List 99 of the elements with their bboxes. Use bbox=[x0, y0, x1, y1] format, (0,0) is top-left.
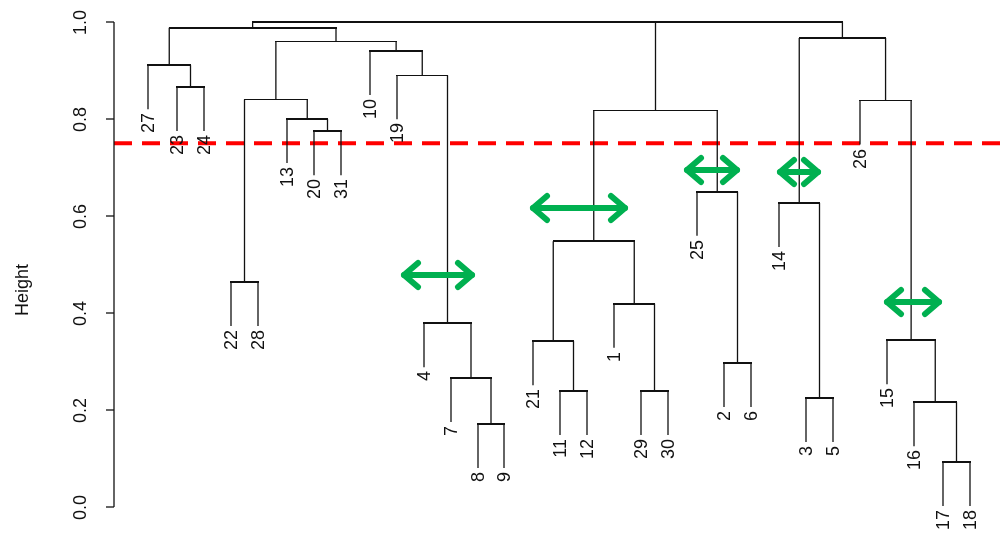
leaf-label: 24 bbox=[195, 131, 213, 155]
leaf-label: 4 bbox=[415, 367, 433, 382]
dendrogram-branch bbox=[189, 64, 192, 88]
dendrogram-branch bbox=[275, 40, 277, 101]
leaf-label: 7 bbox=[442, 422, 460, 436]
dendrogram-branch bbox=[477, 423, 479, 469]
axis-tick-label: 1.0 bbox=[71, 9, 89, 35]
leaf-label: 21 bbox=[524, 385, 542, 410]
dendrogram-branch bbox=[633, 240, 635, 305]
dendrogram-branch bbox=[716, 109, 718, 193]
dendrogram-branch bbox=[667, 390, 669, 436]
dendrogram-branch bbox=[750, 362, 752, 408]
axis-tick-label: 0.2 bbox=[71, 397, 89, 423]
leaf-label: 30 bbox=[659, 435, 677, 460]
dendrogram-branch bbox=[832, 397, 834, 443]
axis-title: Height bbox=[13, 264, 31, 317]
leaf-label: 8 bbox=[469, 468, 487, 483]
dendrogram-branch bbox=[910, 99, 912, 341]
dendrogram-branch bbox=[653, 303, 656, 392]
dendrogram-branch bbox=[230, 281, 232, 327]
leaf-label: 31 bbox=[332, 175, 350, 200]
leaf-label: 2 bbox=[715, 406, 733, 421]
merge-bar bbox=[859, 99, 912, 102]
dendrogram-branch bbox=[243, 98, 246, 283]
leaf-label: 20 bbox=[305, 175, 323, 200]
dendrogram-branch bbox=[306, 98, 308, 120]
dendrogram-branch bbox=[593, 109, 595, 242]
dendrogram-branch bbox=[859, 99, 861, 146]
dendrogram-branch bbox=[313, 130, 315, 176]
leaf-label: 3 bbox=[797, 441, 815, 456]
dendrogram-branch bbox=[340, 130, 342, 176]
leaf-label: 26 bbox=[851, 144, 869, 169]
dendrogram-branch bbox=[805, 397, 807, 443]
dendrogram-branch bbox=[798, 37, 800, 204]
leaf-label: 13 bbox=[278, 163, 296, 188]
dendrogram-branch bbox=[572, 340, 575, 392]
dendrogram-branch bbox=[421, 50, 423, 76]
leaf-label: 14 bbox=[770, 246, 788, 271]
leaf-label: 25 bbox=[688, 235, 706, 260]
leaf-label: 28 bbox=[249, 325, 267, 350]
dendrogram-branch bbox=[913, 401, 915, 447]
axis-tick-label: 0.6 bbox=[71, 203, 89, 229]
dendrogram-branch bbox=[335, 27, 337, 43]
dendrogram-branch bbox=[470, 322, 472, 379]
leaf-label: 5 bbox=[824, 441, 842, 456]
leaf-label: 10 bbox=[361, 95, 379, 120]
dendrogram-branch bbox=[369, 50, 371, 96]
dendrogram-branch bbox=[450, 377, 452, 423]
merge-bar bbox=[275, 40, 397, 43]
leaf-label: 17 bbox=[934, 505, 952, 530]
leaf-label: 29 bbox=[632, 435, 650, 460]
dendrogram-branch bbox=[395, 40, 397, 52]
merge-bar bbox=[396, 74, 449, 77]
leaf-label: 12 bbox=[578, 435, 596, 460]
dendrogram-branch bbox=[886, 339, 888, 385]
leaf-label: 6 bbox=[742, 406, 760, 421]
dendrogram-branch bbox=[423, 322, 425, 368]
dendrogram-branch bbox=[203, 86, 205, 132]
dendrogram-branch bbox=[778, 202, 780, 248]
axis-tick-label: 0.0 bbox=[71, 494, 89, 520]
leaf-label: 15 bbox=[878, 384, 896, 409]
dendrogram-branch bbox=[818, 202, 821, 399]
dendrogram-branch bbox=[696, 191, 698, 237]
leaf-label: 11 bbox=[551, 435, 569, 458]
leaf-label: 18 bbox=[961, 505, 979, 530]
merge-bar bbox=[243, 98, 308, 101]
leaf-label: 22 bbox=[222, 325, 240, 350]
leaf-label: 27 bbox=[139, 109, 157, 134]
dendrogram-branch bbox=[490, 377, 492, 425]
dendrogram-branch bbox=[654, 21, 657, 111]
dendrogram-branch bbox=[969, 461, 971, 507]
axis-tick-label: 0.8 bbox=[71, 106, 89, 132]
dendrogram-branch bbox=[286, 118, 288, 164]
dendrogram-branch bbox=[503, 423, 505, 469]
leaf-label: 19 bbox=[388, 119, 406, 144]
leaf-label: 16 bbox=[905, 446, 923, 471]
dendrogram-branch bbox=[559, 390, 561, 436]
dendrogram-branch bbox=[147, 64, 149, 110]
dendrogram-branch bbox=[955, 401, 958, 463]
axis-tick-label: 0.4 bbox=[71, 300, 89, 326]
leaf-label: 23 bbox=[168, 131, 186, 155]
dendrogram-branch bbox=[613, 303, 615, 349]
dendrogram-branch bbox=[446, 74, 449, 324]
leaf-label: 9 bbox=[495, 468, 513, 483]
dendrogram-branch bbox=[176, 86, 178, 132]
dendrogram-branch bbox=[257, 281, 259, 327]
dendrogram-branch bbox=[396, 74, 398, 120]
dendrogram-branch bbox=[640, 390, 642, 436]
dendrogram-branch bbox=[884, 37, 887, 102]
dendrogram-branch bbox=[586, 390, 588, 436]
dendrogram-branch bbox=[942, 461, 944, 507]
dendrogram-branch bbox=[736, 191, 739, 364]
dendrogram-branch bbox=[552, 240, 554, 342]
dendrogram-branch bbox=[934, 339, 936, 403]
dendrogram-branch bbox=[723, 362, 725, 408]
dendrogram-branch bbox=[252, 21, 254, 29]
dendrogram-branch bbox=[168, 27, 170, 66]
leaf-label: 1 bbox=[605, 347, 623, 362]
dendrogram-branch bbox=[532, 340, 534, 386]
